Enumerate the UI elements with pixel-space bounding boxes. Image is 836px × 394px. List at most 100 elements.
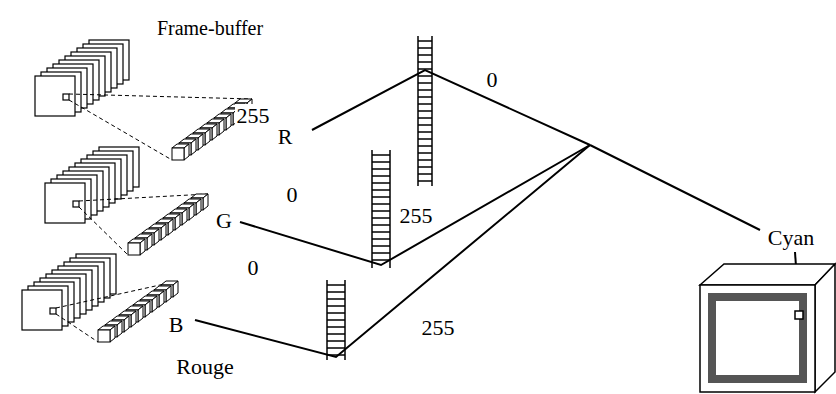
cube-front (172, 148, 184, 160)
ladder-rung (372, 189, 390, 191)
frame-buffer-title: Frame-buffer (155, 17, 265, 39)
ladder-rung (327, 291, 345, 293)
ladder-rung (372, 231, 390, 233)
ladder-rung (418, 117, 432, 119)
ladder-rung (372, 224, 390, 226)
ladder-rung (418, 103, 432, 105)
cube-side (212, 124, 217, 140)
ladder-rung (418, 124, 432, 126)
pixel-cell (63, 94, 69, 100)
ladder-rung (372, 217, 390, 219)
cube-side (138, 306, 143, 322)
ladder-rung (418, 152, 432, 154)
red-line (312, 70, 590, 145)
monitor-front (700, 285, 815, 392)
cube-side (196, 199, 201, 215)
ladder-rung (327, 284, 345, 286)
cube-side (152, 296, 157, 312)
ladder-rung (418, 82, 432, 84)
ladder-rung (372, 182, 390, 184)
cube-side (219, 119, 224, 135)
cube-side (173, 281, 178, 297)
ladder-rung (327, 305, 345, 307)
cube-side (161, 224, 166, 240)
byte-rows (98, 99, 252, 342)
byte-cube (172, 144, 189, 160)
ladder-rung (372, 168, 390, 170)
ladder-rung (327, 340, 345, 342)
cube-side (145, 301, 150, 317)
ladder-rung (418, 61, 432, 63)
color-name-label: Cyan (766, 226, 816, 250)
ladder-rail (389, 150, 391, 268)
byte-cube (128, 239, 145, 255)
channel-label: B (167, 313, 186, 337)
ladder-rung (418, 47, 432, 49)
ladder-rung (327, 326, 345, 328)
ladder-rung (418, 180, 432, 182)
output-line (590, 145, 760, 230)
cube-side (198, 134, 203, 150)
ladder (327, 280, 345, 360)
ladder-rung (418, 138, 432, 140)
ladder-rung (372, 245, 390, 247)
ladder-rung (327, 347, 345, 349)
monitor-side (815, 264, 835, 392)
value-label: 0 (285, 183, 300, 207)
cube-side (159, 291, 164, 307)
value-label: 0 (485, 68, 500, 92)
ladder-rung (327, 298, 345, 300)
pixel-cell (50, 308, 56, 314)
bit-plane (35, 76, 75, 116)
cube-side (117, 321, 122, 337)
cube-side (182, 209, 187, 225)
cube-side (205, 129, 210, 145)
cube-side (166, 286, 171, 302)
blue-line (195, 145, 590, 357)
ladder-rung (418, 159, 432, 161)
channel-label: R (276, 125, 295, 149)
cube-side (175, 214, 180, 230)
monitor-top (700, 264, 835, 285)
value-label: 255 (398, 204, 435, 228)
cube-front (128, 243, 140, 255)
cube-side (203, 194, 208, 210)
ladder-rung (372, 210, 390, 212)
ladder-rung (418, 54, 432, 56)
byte-cube (98, 326, 115, 342)
channel-label: G (214, 209, 234, 233)
dashed-projection (56, 281, 178, 308)
monitor (700, 264, 835, 392)
monitor-screen (712, 297, 803, 379)
bit-plane (22, 290, 62, 330)
dashed-projection (79, 207, 128, 255)
cube-side (140, 239, 145, 255)
ladder-rung (418, 75, 432, 77)
ladder-rung (418, 110, 432, 112)
ladder-rung (372, 175, 390, 177)
ladder-rung (418, 40, 432, 42)
ladder-rung (418, 173, 432, 175)
cube-side (168, 219, 173, 235)
cube-side (189, 204, 194, 220)
ladder-rung (372, 161, 390, 163)
dashed-projection (56, 314, 98, 342)
dashed-projection (69, 94, 252, 99)
cube-side (154, 229, 159, 245)
ladder (418, 36, 432, 186)
ladder-rung (372, 196, 390, 198)
value-label: 255 (420, 316, 457, 340)
ladder-rung (418, 96, 432, 98)
ladder-rung (418, 89, 432, 91)
green-line (240, 145, 590, 265)
cube-side (184, 144, 189, 160)
ladder-rung (418, 166, 432, 168)
cube-side (147, 234, 152, 250)
ladder-rung (372, 238, 390, 240)
color-name-label: Rouge (174, 355, 235, 379)
ladder-rung (418, 131, 432, 133)
ladder-rung (372, 203, 390, 205)
value-label: 0 (246, 256, 261, 280)
